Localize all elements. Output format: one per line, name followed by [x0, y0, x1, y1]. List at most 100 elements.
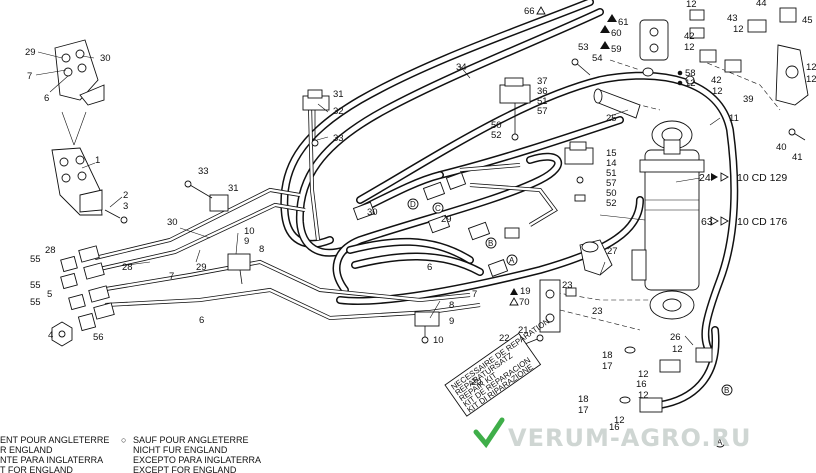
callout-41: 41: [792, 152, 803, 163]
callout-58: 58: [685, 68, 696, 79]
triangle-filled-icon: [510, 288, 518, 295]
fittings-top-right: [685, 7, 797, 85]
legend-left-2: R ENGLAND: [0, 445, 53, 455]
callout-12h: 12: [638, 369, 649, 380]
callout-45: 45: [802, 15, 813, 26]
callout-2: 2: [123, 190, 128, 201]
triangle-filled-icon: [607, 14, 617, 22]
callout-12g: 12: [672, 344, 683, 355]
legend-circle-icon: ○: [121, 435, 126, 445]
callout-25: 25: [606, 113, 617, 124]
triangle-open-icon: [720, 216, 729, 226]
callout-31a: 31: [333, 89, 344, 100]
callout-4: 4: [48, 330, 53, 341]
bolt-53-54: [571, 58, 591, 76]
callout-39: 39: [743, 94, 754, 105]
callout-7b: 7: [169, 271, 174, 282]
callout-17a: 17: [602, 361, 613, 372]
triangle-symbols: [509, 6, 729, 306]
callout-56: 56: [93, 332, 104, 343]
callout-29b: 29: [196, 262, 207, 273]
callout-30c: 30: [167, 217, 178, 228]
callout-33b: 33: [198, 166, 209, 177]
callout-55c: 55: [30, 297, 41, 308]
callout-17b: 17: [578, 405, 589, 416]
callout-27: 27: [607, 246, 618, 257]
callout-11: 11: [729, 113, 739, 124]
check-logo-icon: [473, 417, 505, 449]
callout-23b: 23: [592, 306, 603, 317]
leader-lines: [35, 51, 721, 346]
bolt-40-41: [788, 128, 806, 141]
triangle-open-icon: [720, 172, 729, 182]
callout-28b: 28: [122, 262, 133, 273]
callout-12c: 12: [684, 42, 695, 53]
callout-12b: 12: [686, 0, 697, 10]
callout-50b: 50: [606, 188, 617, 199]
marker-c: C: [435, 204, 441, 213]
callout-18a: 18: [602, 350, 613, 361]
callout-18b: 18: [578, 394, 589, 405]
legend-right-4: EXCEPT FOR ENGLAND: [133, 465, 237, 473]
callout-30a: 30: [100, 53, 111, 64]
ref-10cd176: 10 CD 176: [737, 216, 787, 228]
hose-6-7-pair: [346, 237, 484, 276]
callout-12e: 12: [712, 86, 723, 97]
watermark-text: VERUM-AGRO.RU: [508, 424, 752, 452]
callout-10b: 10: [433, 335, 444, 346]
legend-right-1: SAUF POUR ANGLETERRE: [133, 435, 249, 445]
marker-d: D: [410, 200, 416, 209]
triangle-filled-icon: [600, 41, 610, 49]
legend-right-2: NICHT FUR ENGLAND: [133, 445, 228, 455]
hose-right-lower: [656, 326, 720, 409]
legend-left-4: T FOR ENGLAND: [0, 465, 73, 473]
rigid-pipes: [94, 104, 558, 321]
pin-25: [593, 88, 641, 119]
callout-15: 15: [606, 148, 617, 159]
clamp-37-36: [499, 77, 531, 141]
marker-a2: A: [717, 438, 723, 447]
callout-23a: 23: [562, 280, 573, 291]
callout-34: 34: [456, 62, 467, 73]
bracket-1: [51, 147, 103, 216]
callout-7a: 7: [27, 71, 32, 82]
fittings-lower-right: [619, 346, 713, 413]
watermark: VERUM-AGRO.RU: [473, 417, 752, 452]
callout-12j: 12: [638, 390, 649, 401]
callout-57a: 57: [537, 106, 548, 117]
bolt-2-3: [104, 209, 128, 224]
marker-b1: B: [488, 239, 493, 248]
callout-6b: 6: [199, 315, 204, 326]
hydraulic-cylinder: [631, 120, 705, 320]
callout-9a: 9: [244, 236, 249, 247]
callout-37: 37: [537, 76, 548, 87]
legend-left-1: ENT POUR ANGLETERRE: [0, 435, 109, 445]
marker-b2: B: [724, 386, 729, 395]
callout-16b: 16: [609, 422, 620, 433]
triangle-filled-icon: [711, 173, 718, 181]
callout-8b: 8: [449, 300, 454, 311]
callout-6a: 6: [44, 93, 49, 104]
pin-27: [579, 239, 613, 276]
triangle-filled-icon: [600, 25, 610, 33]
ref-10cd129: 10 CD 129: [737, 172, 787, 184]
callout-53: 53: [578, 42, 589, 53]
callout-44: 44: [756, 0, 767, 9]
callout-55b: 55: [30, 280, 41, 291]
main-hose-34: [280, 0, 604, 257]
callout-31b: 31: [228, 183, 239, 194]
callout-3: 3: [123, 201, 128, 212]
callout-12f: 12: [806, 62, 816, 73]
circle-markers: D C B A B A: [407, 198, 733, 448]
callout-19: 19: [520, 286, 531, 297]
callout-51a: 51: [537, 96, 548, 107]
callout-54: 54: [592, 53, 603, 64]
bullet-dot-icon: [677, 80, 683, 86]
callout-21: 21: [518, 325, 529, 336]
callout-12a: 12: [685, 78, 696, 89]
legend-england: ENT POUR ANGLETERRE R ENGLAND NTE PARA I…: [0, 435, 109, 473]
callout-29a: 29: [25, 47, 36, 58]
callout-70: 70: [519, 297, 530, 308]
callout-26: 26: [670, 332, 681, 343]
